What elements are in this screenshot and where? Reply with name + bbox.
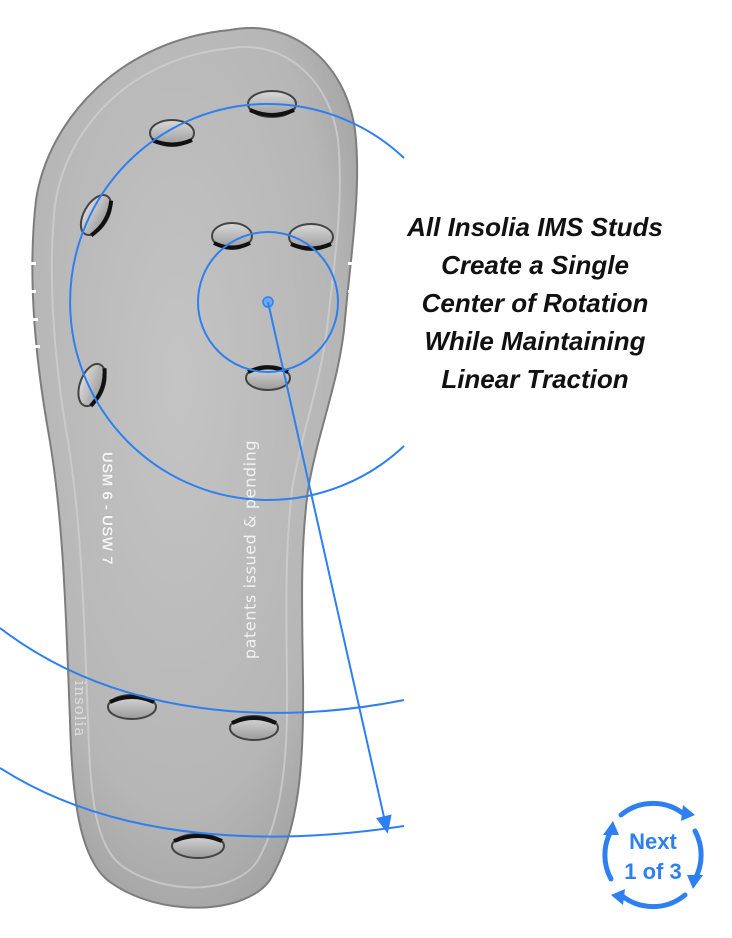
stud	[79, 194, 114, 237]
heel-arcs	[0, 627, 405, 838]
next-button[interactable]: Next 1 of 3	[591, 793, 715, 917]
headline-line: Center of Rotation	[421, 288, 649, 318]
edge-notches	[26, 262, 358, 348]
patent-notice: patents issued & pending	[240, 439, 260, 660]
brand-watermark: insolia	[71, 680, 89, 738]
headline-line: All Insolia IMS Studs	[407, 212, 663, 242]
headline-line: While Maintaining	[424, 326, 646, 356]
stud	[211, 222, 253, 250]
headline-line: Create a Single	[441, 250, 629, 280]
insole-size-label: USM 6 - USW 7	[98, 451, 116, 566]
inner-rotation-circle	[197, 231, 339, 373]
headline-line: Linear Traction	[441, 364, 629, 394]
cycle-arrows-icon	[602, 800, 704, 910]
radius-arrow	[267, 301, 392, 834]
stud	[288, 223, 334, 251]
next-button-label: Next	[629, 829, 677, 854]
insole-inner-ridge	[50, 46, 341, 889]
stud	[107, 694, 157, 720]
stud	[149, 119, 195, 147]
stud	[171, 833, 225, 859]
rotation-circles	[69, 103, 405, 501]
page-progress-label: 1 of 3	[624, 859, 682, 884]
headline: All Insolia IMS Studs Create a Single Ce…	[360, 208, 710, 398]
stud	[229, 715, 279, 741]
outer-rotation-circle	[69, 103, 405, 501]
stud	[77, 362, 107, 408]
